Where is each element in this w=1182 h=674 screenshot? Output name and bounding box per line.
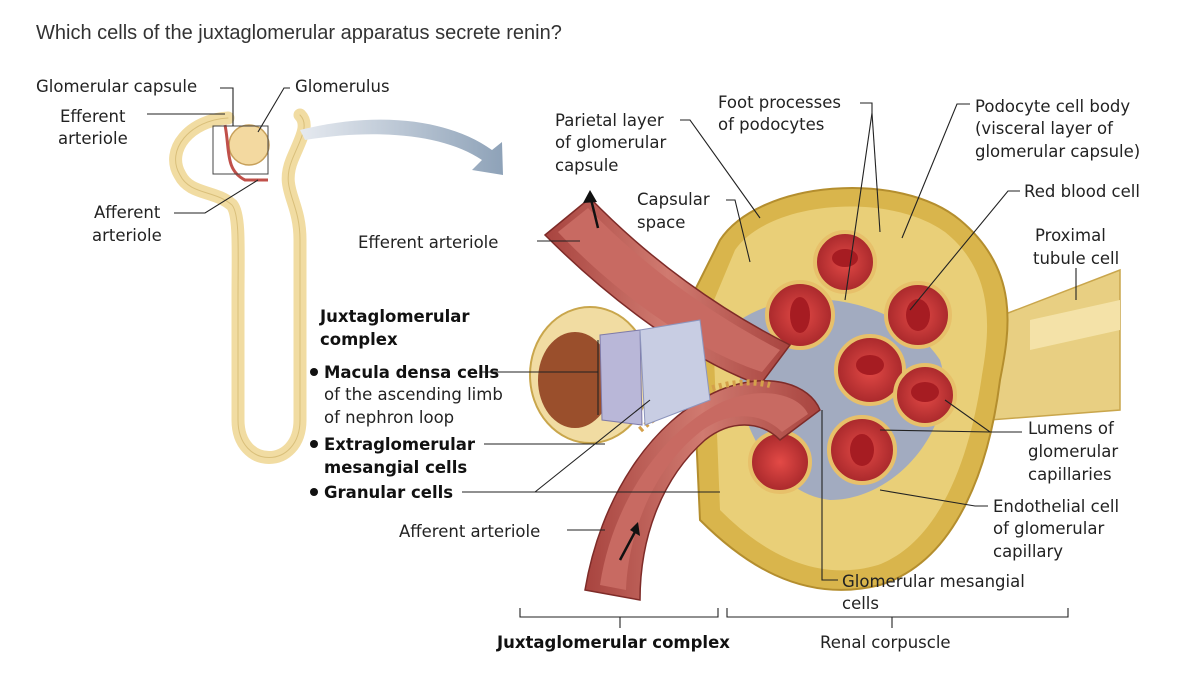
label-extraglomerular-1: Extraglomerular: [324, 435, 476, 454]
label-lumens-3: capillaries: [1028, 465, 1112, 484]
magnify-box: [212, 125, 269, 175]
label-foot-processes-2: of podocytes: [718, 115, 824, 134]
label-red-blood-cell: Red blood cell: [1024, 182, 1140, 201]
label-podocyte-3: glomerular capsule): [975, 142, 1140, 161]
label-bracket-jg-complex: Juxtaglomerular complex: [496, 633, 730, 652]
label-jg-complex-1: Juxtaglomerular: [319, 307, 470, 326]
label-mesangial-1: Glomerular mesangial: [842, 572, 1025, 591]
label-efferent-arteriole-small-2: arteriole: [58, 129, 128, 148]
label-bracket-renal-corpuscle: Renal corpuscle: [820, 633, 951, 652]
bullet-granular-cells: [310, 488, 318, 496]
bullet-extraglomerular: [310, 440, 318, 448]
leader-lines: [147, 87, 1077, 628]
label-podocyte-1: Podocyte cell body: [975, 97, 1130, 116]
glomerular-capillaries: [748, 230, 957, 494]
renal-corpuscle-illustration: [529, 187, 1121, 601]
label-endothelial-3: capillary: [993, 542, 1063, 561]
label-macula-densa-3: of nephron loop: [324, 408, 454, 427]
label-proximal-tubule-2: tubule cell: [1033, 249, 1119, 268]
bullet-macula-densa: [310, 368, 318, 376]
detail-labels: Parietal layer of glomerular capsule Foo…: [310, 93, 1140, 652]
label-endothelial-2: of glomerular: [993, 519, 1104, 538]
label-afferent-arteriole-small-2: arteriole: [92, 226, 162, 245]
label-efferent-arteriole-small-1: Efferent: [60, 107, 126, 126]
nephron-overview: [169, 108, 311, 464]
label-capsular-space-1: Capsular: [637, 190, 710, 209]
label-lumens-1: Lumens of: [1028, 419, 1115, 438]
label-parietal-layer-1: Parietal layer: [555, 111, 664, 130]
label-mesangial-2: cells: [842, 594, 879, 613]
label-extraglomerular-2: mesangial cells: [324, 458, 467, 477]
label-lumens-2: glomerular: [1028, 442, 1118, 461]
label-afferent-arteriole: Afferent arteriole: [399, 522, 540, 541]
label-podocyte-2: (visceral layer of: [975, 119, 1114, 138]
label-macula-densa-2: of the ascending limb: [324, 385, 503, 404]
nephron-labels: Glomerular capsule Glomerulus Efferent a…: [36, 77, 390, 245]
label-proximal-tubule-1: Proximal: [1035, 226, 1106, 245]
zoom-arrow-icon: [300, 119, 503, 175]
question-text: Which cells of the juxtaglomerular appar…: [36, 22, 562, 44]
glomerulus-icon: [228, 124, 270, 166]
label-capsular-space-2: space: [637, 213, 685, 232]
label-parietal-layer-2: of glomerular: [555, 133, 666, 152]
label-afferent-arteriole-small-1: Afferent: [94, 203, 161, 222]
label-macula-densa-1: Macula densa cells: [324, 363, 499, 382]
label-granular-cells: Granular cells: [324, 483, 453, 502]
label-foot-processes-1: Foot processes: [718, 93, 841, 112]
label-jg-complex-2: complex: [320, 330, 398, 349]
label-parietal-layer-3: capsule: [555, 156, 618, 175]
label-glomerulus: Glomerulus: [295, 77, 390, 96]
label-endothelial-1: Endothelial cell: [993, 497, 1119, 516]
label-efferent-arteriole: Efferent arteriole: [358, 233, 498, 252]
label-glomerular-capsule: Glomerular capsule: [36, 77, 197, 96]
